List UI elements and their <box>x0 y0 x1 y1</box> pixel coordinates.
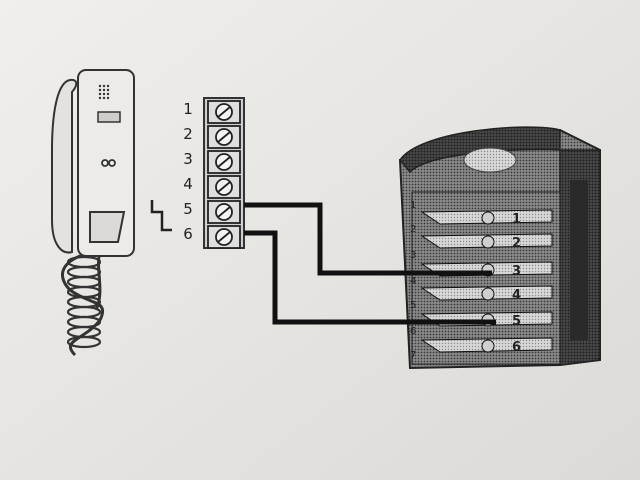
screw-icon <box>207 200 241 224</box>
cord-coils <box>66 255 102 349</box>
screw-icon <box>207 150 241 174</box>
panel-side-number: 5 <box>410 300 416 311</box>
terminal-labels: 1 2 3 4 5 6 <box>183 100 193 243</box>
screw-icon <box>207 100 241 124</box>
terminal-label: 4 <box>183 175 193 193</box>
panel-side-number: 4 <box>410 276 416 287</box>
panel-button-2 <box>420 233 553 249</box>
handset-cradle <box>89 211 126 243</box>
panel-numbers: 1 2 3 4 5 6 <box>512 212 521 355</box>
panel-side-number: 1 <box>410 200 416 211</box>
wires <box>244 202 496 325</box>
camera-lens-icon <box>463 147 517 173</box>
panel-side-number: 2 <box>410 224 416 235</box>
screw-icon <box>207 225 241 249</box>
wire-terminal-5-to-button-3 <box>244 202 492 276</box>
screw-icon <box>207 175 241 199</box>
panel-button-4 <box>420 285 553 301</box>
terminal-block <box>203 97 245 249</box>
jumper-link <box>150 200 172 232</box>
panel-button-1 <box>420 209 553 225</box>
panel-button-6 <box>420 337 553 353</box>
terminal-label: 6 <box>183 225 193 243</box>
panel-number: 1 <box>512 212 521 227</box>
panel-number: 6 <box>512 340 521 355</box>
panel-side-number: 7 <box>410 350 416 361</box>
door-panel: 1 2 3 4 5 6 1 2 3 4 5 6 7 <box>398 126 601 370</box>
handset-receiver <box>51 78 78 254</box>
panel-number: 4 <box>512 288 521 303</box>
wire-terminal-6-to-button-5 <box>244 230 496 325</box>
terminal-label: 5 <box>183 200 193 218</box>
speaker-grille-icon <box>98 84 110 100</box>
panel-side-numbers: 1 2 3 4 5 6 7 <box>410 200 416 361</box>
terminal-label: 1 <box>183 100 193 118</box>
panel-side-number: 6 <box>410 326 416 337</box>
terminal-screws <box>207 100 241 249</box>
terminal-label: 3 <box>183 150 193 168</box>
handset-slot <box>97 111 121 123</box>
screw-icon <box>207 125 241 149</box>
intercom-handset <box>51 69 135 357</box>
panel-number: 2 <box>512 236 521 251</box>
panel-side-number: 3 <box>410 250 416 261</box>
button-pair-icon <box>101 159 116 167</box>
panel-number: 3 <box>512 264 521 279</box>
terminal-label: 2 <box>183 125 193 143</box>
panel-number: 5 <box>512 314 521 329</box>
